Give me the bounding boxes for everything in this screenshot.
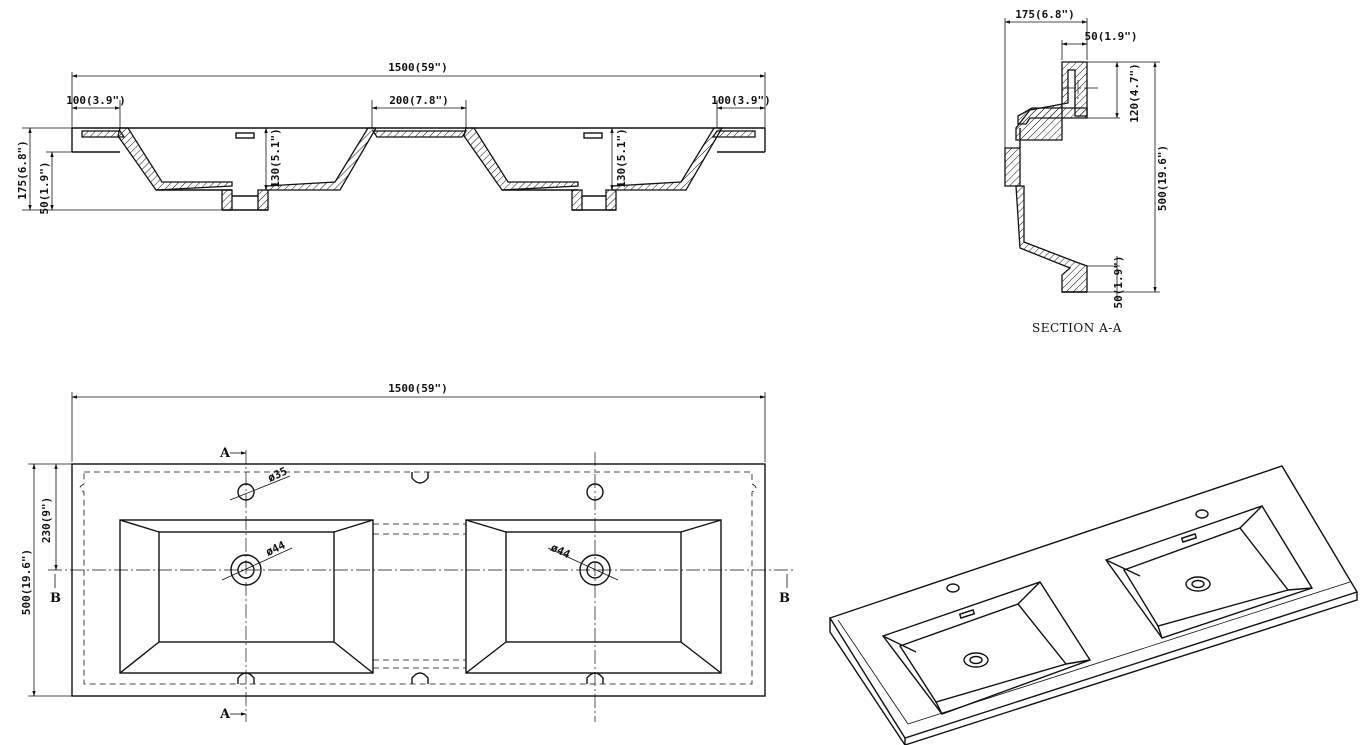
side-overall-depth-label: 500(19.6") [1156,145,1169,211]
total-height-label: 175(6.8") [16,140,29,200]
left-edge-label: 100(3.9") [66,94,126,107]
plan-offset-label: 230(9") [40,497,53,543]
isometric-view [828,465,1359,745]
bowl-depth-right-label: 130(5.1") [615,128,628,188]
side-rim-bottom-label: 50(1.9") [1112,256,1125,309]
plan-width-label: 1500(59") [388,382,448,395]
plan-view: 1500(59") ø35 [20,382,795,722]
marker-a-top: A [219,446,231,461]
marker-a-bottom: A [219,707,231,722]
marker-b-left: B [50,591,61,606]
center-gap-label: 200(7.8") [389,94,449,107]
marker-b-right: B [779,591,790,606]
plan-depth-label: 500(19.6") [20,549,33,615]
drain-right-label: ø44 [549,541,573,561]
drain-left-label: ø44 [264,538,288,558]
section-caption: SECTION A-A [1032,321,1122,335]
right-edge-label: 100(3.9") [711,94,771,107]
side-depth-top-label: 175(6.8") [1015,8,1075,21]
overall-width-label: 1500(59") [388,61,448,74]
front-section-view: 1500(59") 100(3.9") 200(7.8") 100(3.9") [16,61,771,214]
side-rim-top-label: 50(1.9") [1085,30,1138,43]
bowl-depth-left-label: 130(5.1") [269,128,282,188]
side-section-view: 175(6.8") 50(1.9") 120(4.7") 500(19.6") … [1004,8,1169,335]
side-back-height-label: 120(4.7") [1128,63,1141,123]
rim-height-label: 50(1.9") [38,162,51,215]
tap-hole-label: ø35 [266,465,290,485]
